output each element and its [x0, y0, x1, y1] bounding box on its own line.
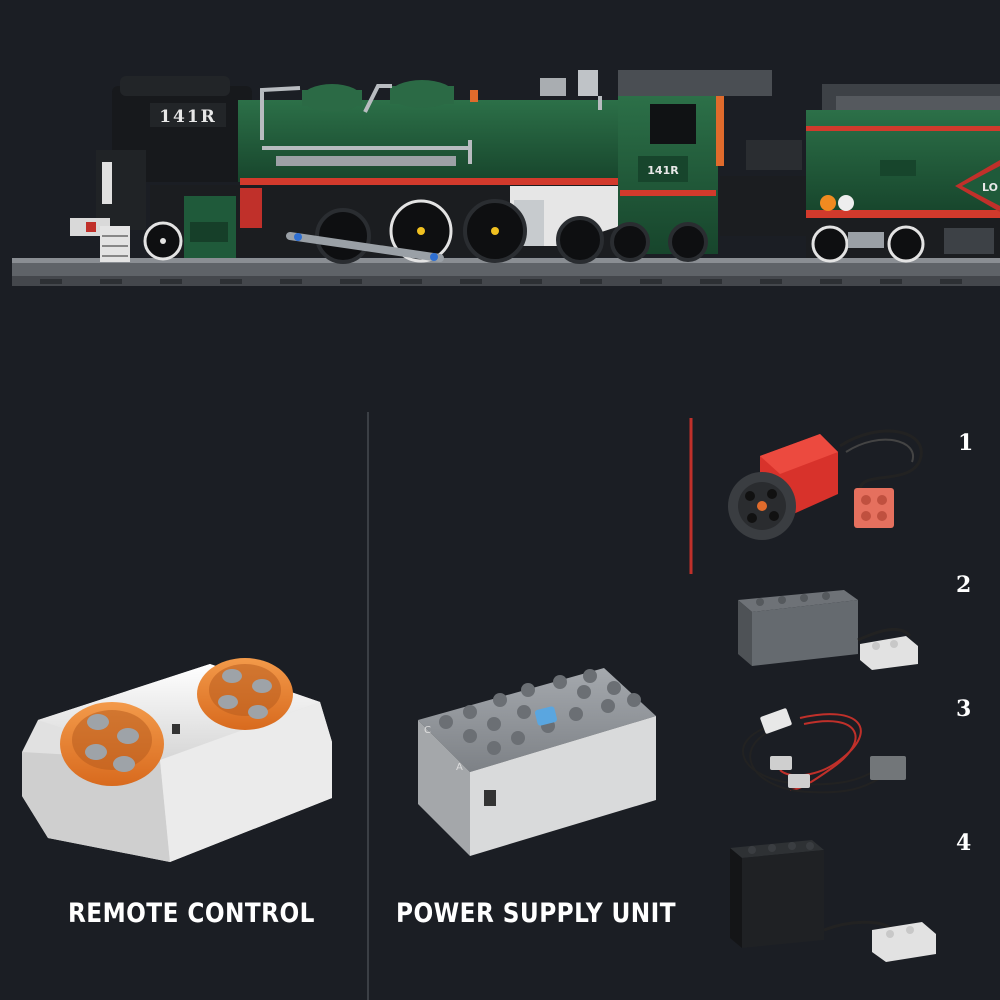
motor-image — [728, 429, 923, 540]
tender-text: LO — [982, 181, 998, 194]
component-number-1: 1 — [958, 430, 974, 456]
power-button — [534, 706, 558, 726]
loco-number-plate: 141R — [159, 107, 217, 127]
power-box-letter-a: A — [456, 762, 463, 773]
steam-locomotive: 141R 14 — [12, 70, 1000, 286]
component-number-2: 2 — [956, 572, 972, 598]
remote-control-image — [22, 658, 332, 862]
component-number-3: 3 — [956, 696, 972, 722]
power-box-letter-c: C — [424, 725, 431, 736]
power-supply-image: C A — [418, 668, 656, 856]
receiver-image — [730, 840, 936, 962]
loco-wheels — [143, 199, 708, 264]
cab-number: 141R — [647, 164, 679, 177]
battery-box-image — [738, 590, 918, 670]
light-cables-image — [742, 708, 906, 794]
power-supply-unit-label: POWER SUPPLY UNIT — [396, 898, 676, 929]
component-number-4: 4 — [956, 830, 972, 856]
red-stripe — [240, 178, 640, 185]
remote-control-label: REMOTE CONTROL — [68, 898, 315, 929]
boiler — [238, 100, 628, 182]
rail-track — [12, 258, 1000, 286]
